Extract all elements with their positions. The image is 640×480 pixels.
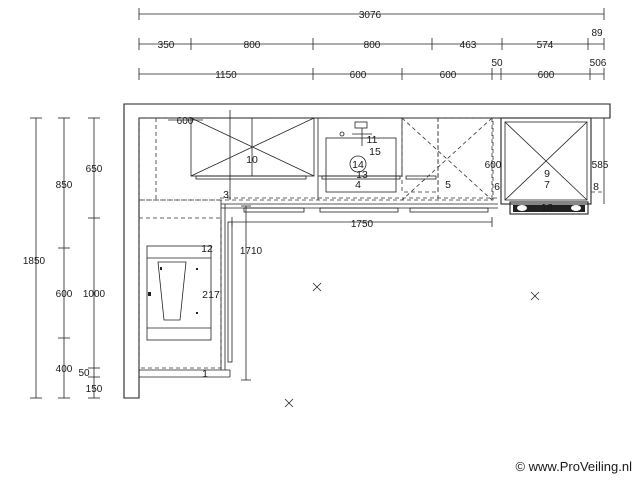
item-15: 15	[369, 146, 381, 158]
reference-marks	[284, 282, 540, 408]
item-1: 1	[202, 368, 208, 380]
item-17: 17	[208, 289, 220, 301]
dim-row2-f: 89	[591, 28, 603, 39]
dim-row3-f: 506	[590, 58, 607, 69]
dim-row3-a: 1150	[215, 70, 237, 81]
dim-left-c: 400	[56, 364, 73, 375]
left-dimension-chains: 1850 850 600 400 650 1000 50 150	[23, 117, 106, 399]
item-3: 3	[223, 189, 229, 201]
cross-mark	[312, 282, 322, 292]
cabinet-5	[401, 117, 493, 201]
top-cabinet-run	[138, 110, 605, 215]
cooktop	[509, 201, 589, 215]
dim-row2-d: 463	[460, 40, 477, 51]
dim-row2-b: 800	[244, 40, 261, 51]
dim-row3-b: 600	[350, 70, 367, 81]
item-5: 5	[445, 179, 451, 191]
cabinet-9-tall	[500, 117, 605, 205]
item-9: 9	[544, 168, 550, 180]
dim-row3-c: 600	[440, 70, 457, 81]
dim-left-b: 600	[56, 289, 73, 300]
dim-left-e: 1000	[83, 289, 106, 300]
dim-row2-a: 350	[158, 40, 175, 51]
dim-left-g: 150	[86, 384, 103, 395]
item-4: 4	[355, 179, 361, 191]
dim-right-depth-b: 585	[592, 160, 609, 171]
room-walls	[123, 103, 611, 399]
item-2: 2	[202, 289, 208, 301]
dim-top-total: 3076	[359, 10, 382, 21]
item-14: 14	[352, 159, 364, 171]
dim-counter: 1750	[351, 219, 374, 230]
top-dimension-chains: 3076 350 800 800 463 574 89 1150 600 600…	[138, 8, 607, 81]
left-cabinet-run	[138, 200, 233, 378]
cross-mark	[284, 398, 294, 408]
dim-corner: 600	[177, 116, 194, 127]
left-run-dimension: 1710	[240, 205, 263, 381]
dim-left-d: 650	[86, 164, 103, 175]
misc-dimension-labels: 600 600 585	[168, 116, 609, 171]
item-numbers: 10 11 15 14 13 4 5 6 9 7 8 16 3 12 2 17 …	[201, 134, 599, 380]
dim-left-total: 1850	[23, 256, 46, 267]
dim-left-a: 850	[56, 180, 73, 191]
dim-left-f: 50	[78, 368, 90, 379]
counter-dimension: 1750	[231, 217, 493, 230]
dim-right-depth-a: 600	[485, 160, 502, 171]
dim-row3-e: 600	[538, 70, 555, 81]
item-8: 8	[593, 181, 599, 193]
cabinet-10	[190, 110, 315, 200]
item-6: 6	[494, 181, 500, 193]
item-11: 11	[367, 134, 378, 146]
item-13: 13	[356, 169, 368, 181]
item-10: 10	[246, 154, 258, 166]
item-16: 16	[541, 202, 553, 214]
item-12: 12	[201, 243, 213, 255]
item-7: 7	[544, 179, 550, 191]
dim-row2-c: 800	[364, 40, 381, 51]
dim-left-run: 1710	[240, 246, 263, 257]
cross-mark	[530, 291, 540, 301]
watermark-text: © www.ProVeiling.nl	[515, 459, 632, 474]
dim-row3-d: 50	[491, 58, 503, 69]
appliance-12	[146, 245, 212, 341]
dim-row2-e: 574	[537, 40, 554, 51]
